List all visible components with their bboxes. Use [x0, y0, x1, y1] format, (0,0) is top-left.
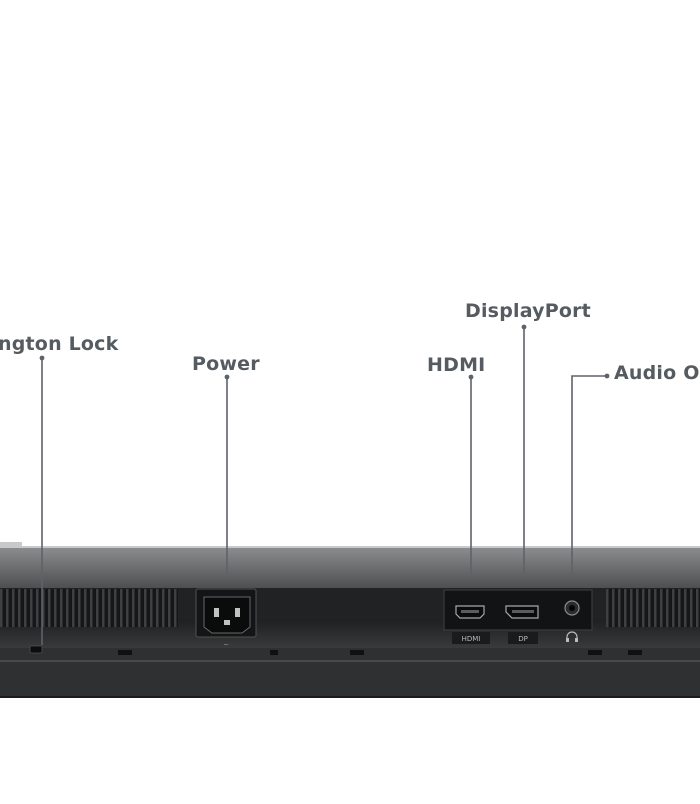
power-socket: ~ [195, 588, 257, 649]
kensington-lock-label: ngton Lock [0, 333, 119, 355]
hdmi-marking: HDMI [462, 635, 481, 643]
audio-out-jack [564, 600, 580, 616]
svg-text:~: ~ [223, 641, 229, 649]
right-vent-grille [606, 589, 700, 627]
audio-out-label: Audio Ou [614, 362, 700, 384]
hdmi-port [455, 605, 485, 619]
displayport-port [505, 605, 539, 619]
hdmi-label: HDMI [427, 354, 486, 376]
displayport-label: DisplayPort [465, 300, 591, 322]
rim-clips [118, 650, 642, 655]
hdmi-leader [468, 374, 474, 575]
kensington-leader [39, 355, 45, 645]
leader-lines [39, 324, 610, 645]
dp-marking: DP [518, 635, 528, 643]
left-vent-grille [0, 589, 178, 627]
displayport-leader [521, 324, 527, 575]
port-markings: HDMI DP [452, 631, 578, 644]
headphone-icon [566, 631, 578, 642]
power-label: Power [192, 353, 260, 375]
kensington-lock-slot [29, 645, 43, 654]
power-leader [224, 374, 230, 575]
io-port-panel [443, 589, 593, 631]
audio-leader [571, 373, 610, 575]
